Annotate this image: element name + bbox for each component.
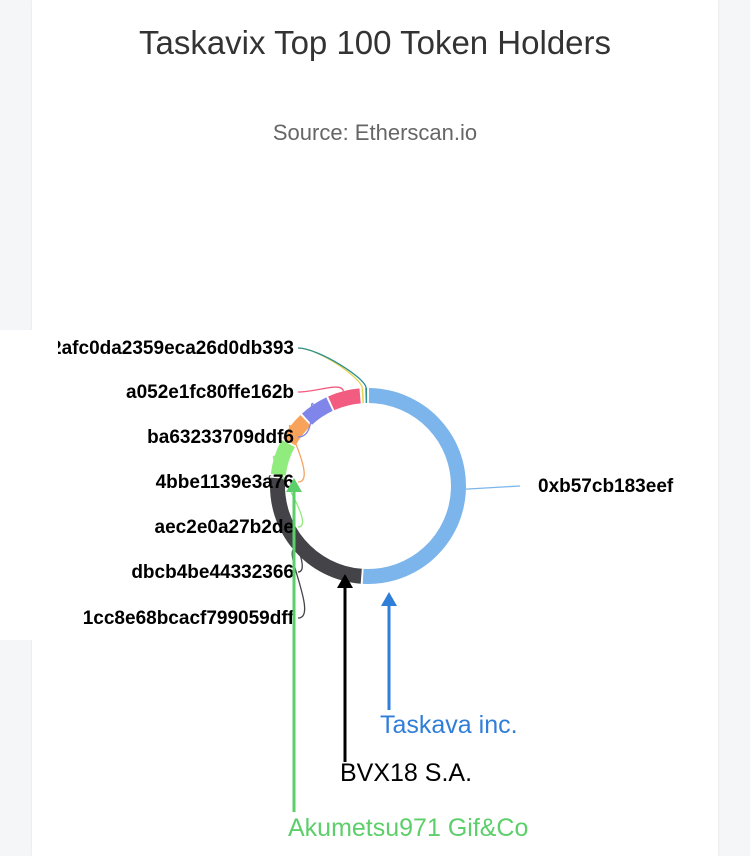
- chart-card: [32, 0, 718, 856]
- donut-slice[interactable]: [270, 477, 362, 584]
- slice-label: 1cc8e68bcacf799059dff: [83, 608, 295, 629]
- label-connector: [291, 549, 306, 619]
- donut-slice[interactable]: [361, 388, 364, 404]
- chart-title: Taskavix Top 100 Token Holders: [138, 24, 612, 61]
- label-connector: [297, 386, 345, 393]
- label-connector: [297, 402, 315, 438]
- label-connector: [297, 347, 363, 389]
- donut-slice[interactable]: [270, 475, 286, 478]
- annotation-label: Taskava inc.: [380, 711, 518, 739]
- donut-slice[interactable]: [301, 397, 333, 425]
- slice-label: a052e1fc80ffe162b: [126, 382, 294, 403]
- slice-label: aec2e0a27b2de: [155, 517, 294, 538]
- label-connector: [465, 485, 521, 490]
- annotation: Akumetsu971 Gif&Co: [286, 478, 528, 842]
- label-connector: [268, 474, 303, 573]
- slice-label: dbcb4be44332366: [131, 562, 294, 583]
- annotation-label: BVX18 S.A.: [340, 759, 472, 787]
- chart-subtitle: Source: Etherscan.io: [272, 120, 478, 145]
- slice-label: ba63233709ddf6: [147, 427, 294, 448]
- donut-slice[interactable]: [282, 415, 311, 446]
- donut-slice[interactable]: [362, 388, 467, 584]
- donut-slice[interactable]: [328, 388, 361, 411]
- label-connector: [288, 425, 305, 483]
- annotation: Taskava inc.: [380, 592, 518, 739]
- slice-label: 4bbe1139e3a76: [156, 472, 294, 493]
- donut-slice[interactable]: [365, 388, 368, 404]
- annotation: BVX18 S.A.: [337, 574, 472, 787]
- slice-label: 0xb57cb183eef: [538, 476, 674, 497]
- slice-label: 52afc0da2359eca26d0db393: [40, 338, 294, 359]
- annotation-label: Akumetsu971 Gif&Co: [288, 814, 528, 842]
- label-connector: [297, 347, 367, 389]
